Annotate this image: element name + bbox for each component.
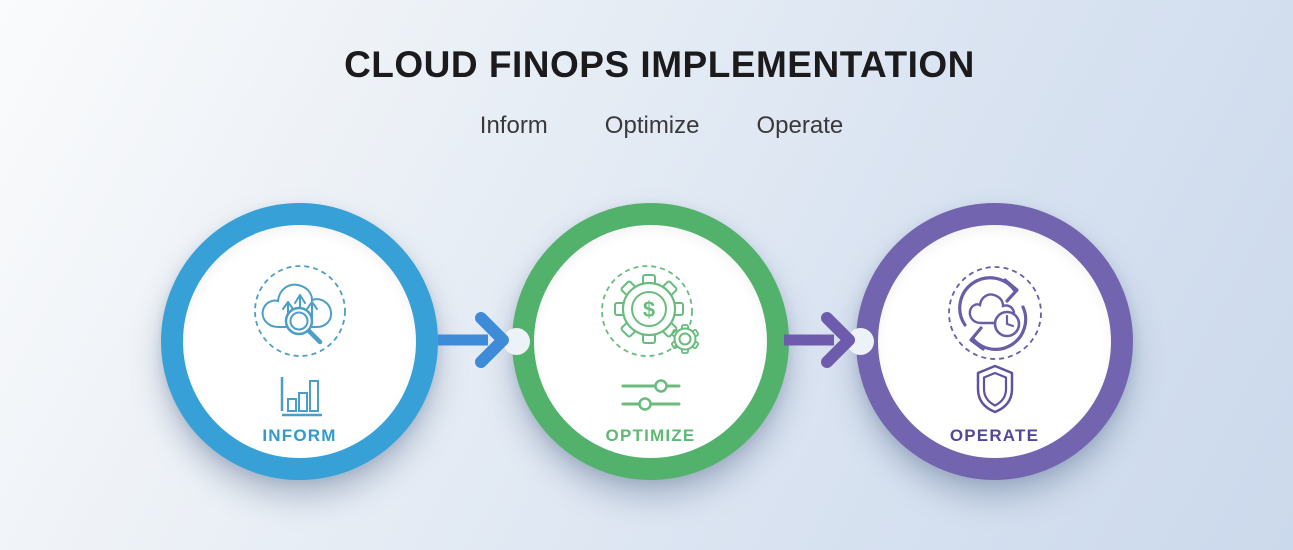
gear-dollar-icon: $ [599, 263, 703, 361]
stage-optimize-label: OPTIMIZE [605, 426, 696, 445]
arrow-inform-to-optimize-icon [436, 305, 510, 375]
stage-optimize-circle: $ OPTIMIZE [512, 203, 789, 480]
dollar-glyph: $ [642, 297, 654, 322]
cloud-growth-magnifier-icon [252, 263, 348, 359]
phase-label-inform: Inform [479, 112, 548, 139]
phase-label-optimize: Optimize [604, 112, 700, 139]
stage-inform-label: INFORM [262, 426, 337, 445]
stage-inform-circle: INFORM [161, 203, 438, 480]
phase-label-operate: Operate [756, 112, 844, 139]
phase-labels-row: Inform Optimize Operate [0, 112, 1293, 140]
cloud-sync-clock-icon [945, 263, 1045, 363]
arrow-optimize-to-operate-icon [782, 305, 856, 375]
stage-operate-circle: OPERATE [856, 203, 1133, 480]
page-title: CLOUD FINOPS IMPLEMENTATION [344, 44, 975, 85]
bar-chart-icon [272, 371, 328, 419]
stage-operate-label: OPERATE [949, 426, 1040, 445]
shield-icon [973, 363, 1017, 415]
sliders-icon [619, 377, 683, 413]
